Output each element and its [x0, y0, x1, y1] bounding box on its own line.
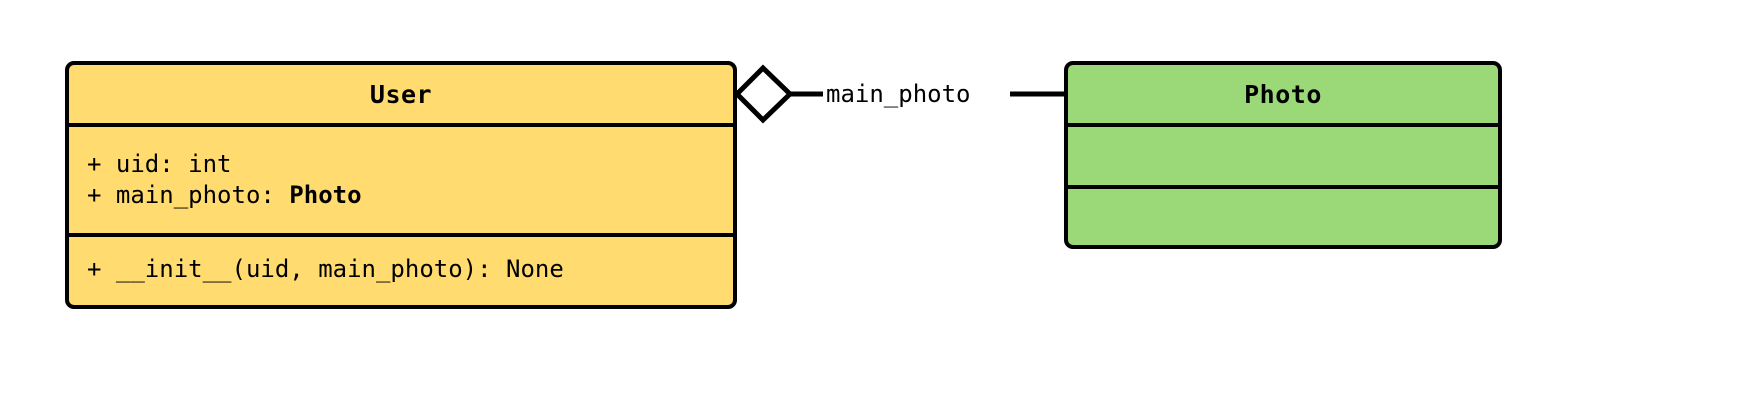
method-init: + __init__(uid, main_photo): None — [87, 254, 564, 283]
attribute-uid: + uid: int — [87, 150, 232, 179]
class-title-user: User — [369, 79, 433, 109]
class-attributes-user: + uid: int + main_photo: Photo — [69, 123, 733, 233]
attribute-main-photo: + main_photo: Photo — [87, 180, 733, 211]
class-title-photo: Photo — [1244, 79, 1322, 109]
attribute-main-photo-type: Photo — [289, 181, 362, 209]
class-methods-photo — [1068, 185, 1498, 245]
uml-class-photo[interactable]: Photo — [1064, 61, 1502, 249]
uml-class-user[interactable]: User + uid: int + main_photo: Photo + __… — [65, 61, 737, 309]
class-methods-user: + __init__(uid, main_photo): None — [69, 233, 733, 301]
aggregation-diamond — [733, 64, 794, 124]
class-attributes-photo — [1068, 123, 1498, 185]
relationship-label: main_photo — [823, 80, 974, 108]
attribute-main-photo-prefix: + main_photo: — [87, 181, 290, 209]
